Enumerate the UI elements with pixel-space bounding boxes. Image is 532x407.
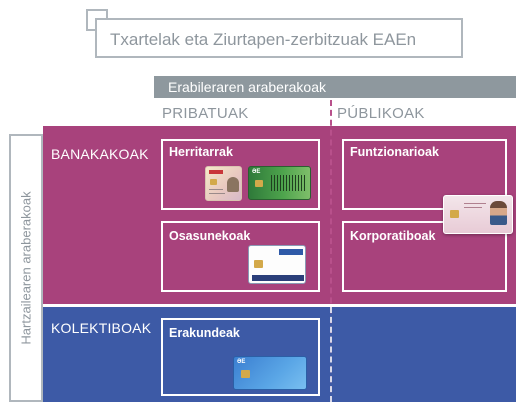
id-card-line — [209, 189, 223, 190]
card-chip-icon — [450, 210, 459, 218]
cell-erakundeak-label: Erakundeak — [169, 326, 240, 340]
cell-osasunekoak-label: Osasunekoak — [169, 229, 251, 243]
card-line — [464, 207, 482, 208]
id-card-line — [209, 193, 225, 194]
recipient-axis-frame — [9, 134, 43, 402]
cell-herritarrak-label: Herritarrak — [169, 145, 233, 159]
cell-erakundeak — [161, 318, 320, 396]
cell-korporatiboak — [342, 221, 507, 292]
card-logo-block — [279, 249, 303, 255]
card-line — [464, 203, 486, 204]
title-frame — [95, 18, 463, 58]
column-separator-lower — [330, 307, 332, 402]
recipient-axis-label: Hartzailearen araberakoak — [18, 191, 34, 345]
izenpe-logo: ƏE — [237, 359, 246, 365]
card-chip-icon — [255, 180, 263, 187]
cell-osasunekoak — [161, 221, 320, 292]
health-card-green: ƏE — [248, 166, 311, 200]
id-card-photo — [227, 177, 239, 192]
cell-funtzionarioak — [342, 139, 507, 210]
id-card-stripe — [209, 170, 223, 174]
id-card-chip-icon — [210, 179, 217, 185]
card-chip-icon — [254, 260, 263, 268]
column-label-public: PÚBLIKOAK — [337, 105, 425, 122]
cell-herritarrak — [161, 139, 320, 210]
usage-axis-bar: Erabileraren araberakoak — [154, 76, 516, 98]
card-chip-icon — [241, 370, 250, 378]
cell-korporatiboak-label: Korporatiboak — [350, 229, 436, 243]
row-label-individual: BANAKAKOAK — [51, 146, 149, 162]
barcode-pattern — [271, 175, 307, 191]
health-professional-card — [248, 245, 306, 284]
employee-photo — [490, 201, 507, 225]
national-id-card — [205, 166, 242, 201]
izenpe-logo: ƏE — [252, 169, 261, 175]
cell-funtzionarioak-label: Funtzionarioak — [350, 145, 439, 159]
column-label-private: PRIBATUAK — [162, 105, 249, 122]
employee-card — [443, 195, 513, 234]
row-label-collective: KOLEKTIBOAK — [51, 320, 152, 336]
organization-card: ƏE — [233, 356, 307, 390]
column-separator — [330, 100, 332, 402]
diagram-title: Txartelak eta Ziurtapen-zerbitzuak EAEn — [110, 30, 417, 49]
card-band — [252, 275, 304, 281]
